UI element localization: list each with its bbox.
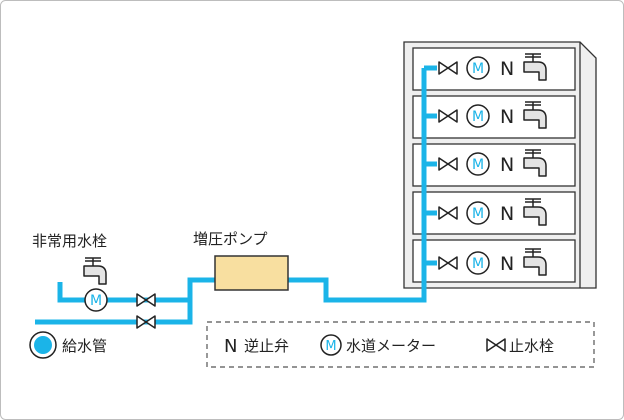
floor-5-check-valve-icon: N [500, 253, 514, 275]
legend-check-valve-label: 逆止弁 [244, 337, 289, 355]
legend-check-valve-icon: N [224, 336, 237, 357]
booster-pump-label: 増圧ポンプ [193, 230, 268, 248]
floor-4-check-valve-icon: N [500, 203, 514, 225]
floor-5-meter-symbol: M [472, 256, 484, 272]
legend-meter-symbol: M [325, 339, 336, 354]
hydrant-meter-symbol: M [90, 293, 102, 309]
pipes [35, 65, 437, 325]
floor-2-box [412, 95, 576, 139]
floor-boxes [412, 47, 576, 283]
supply-pipe-label: 給水管 [62, 337, 107, 355]
legend-water-meter-label: 水道メーター [346, 337, 436, 355]
floor-2-meter-symbol: M [472, 109, 484, 125]
floor-2-check-valve-icon: N [500, 106, 514, 128]
emergency-hydrant-label: 非常用水栓 [32, 232, 107, 250]
floor-4-box [412, 191, 576, 235]
floor-5-meter-icon [466, 251, 490, 275]
hydrant-meter-icon [84, 288, 108, 312]
floor-3-box [412, 143, 576, 187]
floor-3-meter-icon [466, 152, 490, 176]
floor-2-meter-icon [466, 104, 490, 128]
floor-1-check-valve-icon: N [500, 58, 514, 80]
floor-4-meter-icon [466, 201, 490, 225]
legend: N 逆止弁 M 水道メーター 止水栓 [206, 321, 595, 368]
floor-5-box [412, 239, 576, 283]
floor-3-check-valve-icon: N [500, 154, 514, 176]
floor-1-meter-icon [466, 56, 490, 80]
floor-1-box [412, 47, 576, 91]
floor-3-meter-symbol: M [472, 157, 484, 173]
legend-stop-valve-label: 止水栓 [509, 337, 554, 355]
legend-box [206, 321, 595, 368]
floor-1-meter-symbol: M [472, 61, 484, 77]
legend-meter-icon [320, 334, 342, 356]
floor-4-meter-symbol: M [472, 206, 484, 222]
supply-pipe-core [34, 336, 52, 354]
booster-pump [214, 255, 289, 291]
